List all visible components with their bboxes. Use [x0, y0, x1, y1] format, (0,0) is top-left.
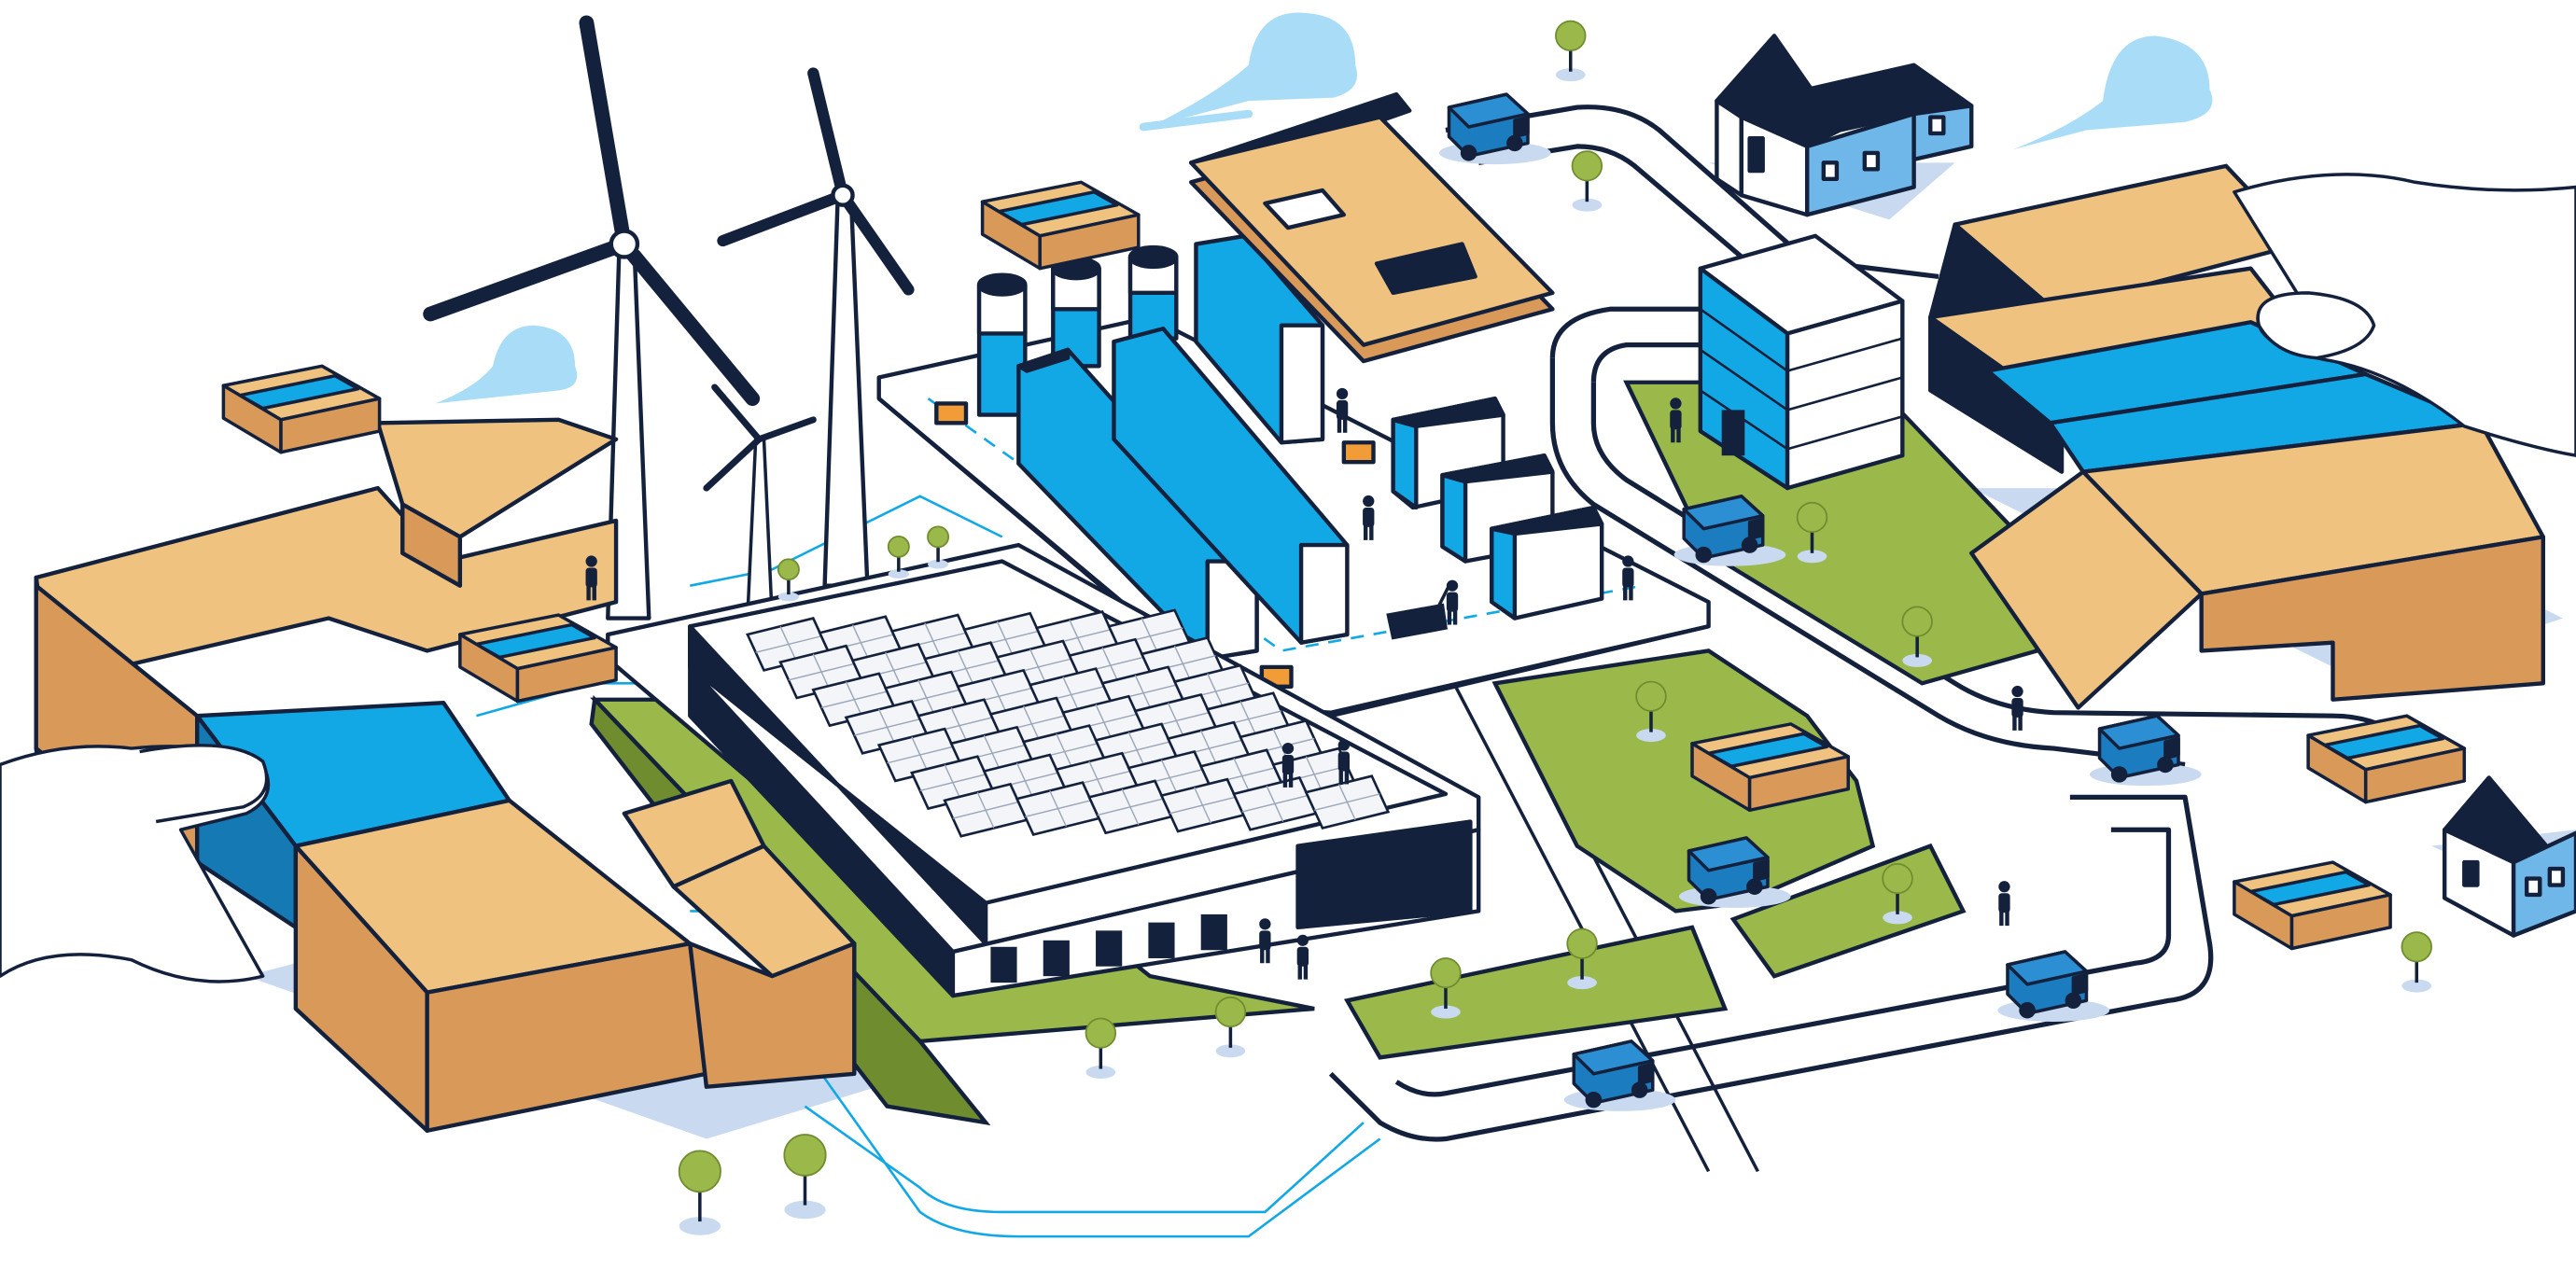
delivery-vans: [1438, 92, 2202, 1111]
solar-panel: [1015, 781, 1101, 836]
solar-panel: [1304, 774, 1391, 830]
wind-turbine: [703, 383, 817, 621]
delivery-van-icon: [1673, 495, 1786, 566]
small-boxes: [221, 180, 2467, 951]
person-icon: [1363, 495, 1375, 540]
person-icon: [2011, 685, 2023, 731]
tree-icon: [783, 1134, 827, 1220]
cardboard-box-icon: [221, 364, 382, 454]
tree-icon: [1430, 957, 1462, 1019]
tree-icon: [1882, 862, 1913, 925]
people: [585, 387, 2023, 980]
cardboard-box-left: [34, 417, 857, 1133]
cardboard-box-icon: [1690, 722, 1850, 813]
cloud-group: [435, 12, 2213, 404]
solar-panel-array: [746, 608, 1391, 838]
cardboard-box-icon: [458, 613, 618, 704]
person-icon: [1998, 881, 2010, 927]
delivery-van-icon: [1563, 1039, 1676, 1111]
tree-icon: [777, 558, 800, 602]
trees: [678, 20, 2432, 1235]
person-icon: [585, 555, 597, 601]
delivery-van-icon: [1997, 950, 2110, 1022]
tree-icon: [1566, 927, 1598, 990]
delivery-van-icon: [2089, 714, 2202, 787]
tree-icon: [1901, 606, 1933, 667]
office-building: [1698, 233, 1905, 491]
delivery-van-icon: [1678, 836, 1791, 908]
solar-panel: [1232, 775, 1318, 831]
forklift-icon: [1386, 584, 1451, 640]
delivery-van-icon: [1438, 92, 1551, 165]
tree-icon: [1555, 20, 1587, 82]
cardboard-box-icon: [2233, 860, 2392, 951]
data-center: [876, 233, 1711, 718]
person-icon: [1259, 918, 1271, 964]
tree-icon: [2401, 931, 2432, 993]
cloud-icon: [435, 325, 578, 404]
solar-panel: [1087, 779, 1173, 835]
tree-icon: [1571, 150, 1603, 212]
road-network: [1328, 105, 2417, 1173]
cardboard-box-right: [1928, 163, 2545, 710]
tree-icon: [1085, 1017, 1117, 1079]
wind-turbine: [717, 67, 915, 588]
tree-icon: [887, 535, 910, 579]
person-icon: [1296, 934, 1309, 980]
server-racks: [1016, 233, 1350, 662]
person-icon: [1336, 387, 1349, 433]
tree-icon: [1214, 996, 1247, 1058]
cardboard-box-icon: [980, 180, 1141, 271]
hand-left: [0, 744, 271, 983]
tree-icon: [927, 525, 950, 569]
server-blocks: [1391, 397, 1604, 621]
loading-doors: [990, 913, 1227, 983]
tree-icon: [678, 1150, 721, 1235]
cardboard-box-icon: [2306, 714, 2467, 804]
person-icon: [1337, 739, 1351, 785]
tree-icon: [1796, 501, 1828, 564]
floating-roof: [1188, 91, 1555, 364]
house-icon: [1715, 34, 1974, 217]
person-icon: [1670, 397, 1682, 443]
person-icon: [1622, 555, 1634, 601]
cloud-icon: [2012, 35, 2213, 150]
person-icon: [1281, 742, 1295, 788]
cloud-icon: [1139, 12, 1358, 132]
person-icon: [1446, 579, 1459, 625]
tree-icon: [1635, 680, 1667, 743]
house-icon: [2442, 775, 2576, 938]
hand-right: [2233, 173, 2576, 457]
storage-tanks: [976, 244, 1179, 417]
